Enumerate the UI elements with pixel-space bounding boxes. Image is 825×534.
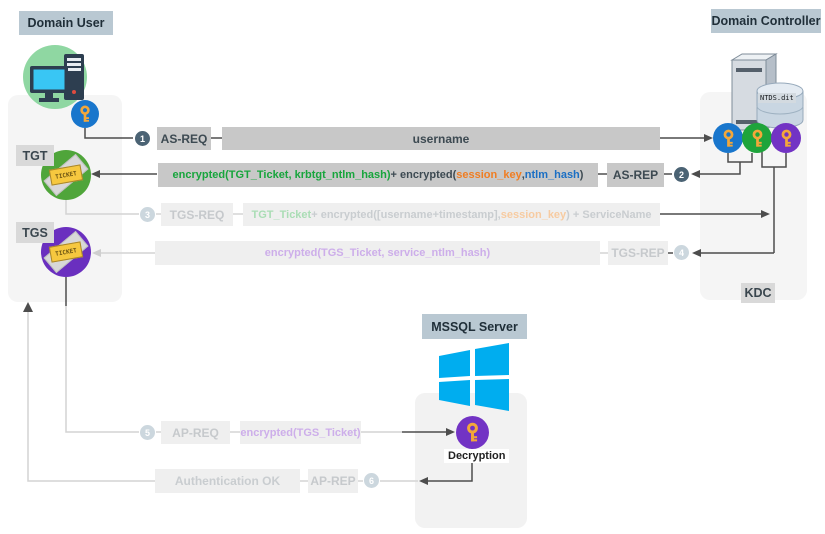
step-6-badge: 6 xyxy=(363,472,380,489)
mssql-server-label: MSSQL Server xyxy=(422,314,527,339)
ap-req-payload: encrypted(TGS_Ticket) xyxy=(240,421,361,444)
auth-ok-box: Authentication OK xyxy=(155,469,300,493)
ntds-dit-label: NTDS.dit xyxy=(758,93,796,103)
tgs-rep-payload: encrypted(TGS_Ticket, service_ntlm_hash) xyxy=(155,241,600,265)
windows-logo-icon xyxy=(437,341,511,413)
step-4-badge: 4 xyxy=(673,244,690,261)
tgs-rep-label: TGS-REP xyxy=(608,241,668,265)
decryption-label: Decryption xyxy=(444,449,510,463)
step-1-badge: 1 xyxy=(134,130,151,147)
decryption-key-icon xyxy=(456,416,489,449)
tgs-label: TGS xyxy=(16,222,54,243)
kdc-purple-key-icon xyxy=(771,123,801,153)
tgs-req-payload: TGT_Ticket + encrypted([username+timesta… xyxy=(243,203,660,226)
as-req-label: AS-REQ xyxy=(157,127,211,150)
computer-icon xyxy=(22,44,94,110)
ap-rep-label: AP-REP xyxy=(308,469,358,493)
user-key-icon xyxy=(71,100,99,128)
step-5-badge: 5 xyxy=(139,424,156,441)
kdc-label: KDC xyxy=(741,283,775,303)
as-req-payload: username xyxy=(222,127,660,150)
kdc-blue-key-icon xyxy=(713,123,743,153)
tgt-label: TGT xyxy=(16,145,54,166)
ticket-label: TICKET xyxy=(48,164,84,186)
ticket-label: TICKET xyxy=(48,241,84,263)
tgs-req-label: TGS-REQ xyxy=(161,203,233,226)
domain-user-label: Domain User xyxy=(19,11,113,35)
step-3-badge: 3 xyxy=(139,206,156,223)
ap-req-label: AP-REQ xyxy=(161,421,230,444)
as-rep-label: AS-REP xyxy=(607,163,664,187)
domain-controller-label: Domain Controller xyxy=(711,9,821,33)
step-2-badge: 2 xyxy=(673,166,690,183)
kdc-green-key-icon xyxy=(742,123,772,153)
as-rep-payload: encrypted(TGT_Ticket, krbtgt_ntlm_hash) … xyxy=(158,163,598,187)
